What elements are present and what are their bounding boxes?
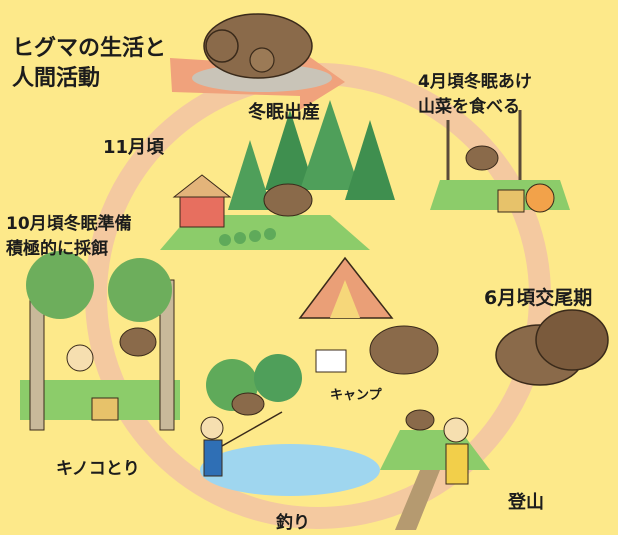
angler-icon bbox=[200, 416, 224, 440]
bear-icon bbox=[369, 325, 439, 375]
basket-icon bbox=[91, 397, 119, 421]
house-icon bbox=[179, 194, 225, 228]
cooler-icon bbox=[315, 349, 347, 373]
bear-icon bbox=[465, 145, 499, 171]
label-october-line-1: 10月頃冬眠準備 bbox=[6, 214, 132, 234]
title-line-1: ヒグマの生活と bbox=[12, 36, 167, 61]
bear-icon bbox=[231, 392, 265, 416]
label-april: 4月頃冬眠あけ 山菜を食べる bbox=[418, 70, 532, 120]
sleeping-bear-icon bbox=[203, 13, 313, 79]
bear-icon bbox=[405, 409, 435, 431]
tree-icon bbox=[228, 140, 272, 210]
basket-icon bbox=[497, 189, 525, 213]
gatherer-icon bbox=[66, 344, 94, 372]
hiker-icon bbox=[443, 417, 469, 443]
bear-icon bbox=[535, 309, 609, 371]
hiking-scene bbox=[380, 409, 490, 530]
tree-icon bbox=[300, 100, 360, 190]
tree-icon bbox=[265, 110, 315, 190]
label-june-mating: 6月頃交尾期 bbox=[484, 287, 593, 309]
house-forest-scene bbox=[160, 100, 395, 250]
title-line-2: 人間活動 bbox=[12, 66, 101, 91]
mating-bears-scene bbox=[495, 309, 609, 386]
bear-icon bbox=[263, 183, 313, 217]
page-title: ヒグマの生活と 人間活動 bbox=[12, 34, 166, 94]
hibernation-scene bbox=[192, 13, 332, 92]
label-april-line-1: 4月頃冬眠あけ bbox=[418, 72, 532, 92]
label-fishing: 釣り bbox=[276, 513, 310, 533]
label-mushroom: キノコとり bbox=[56, 459, 140, 479]
label-april-line-2: 山菜を食べる bbox=[418, 97, 520, 117]
forager-icon bbox=[525, 183, 555, 213]
bear-icon bbox=[119, 327, 157, 357]
fishing-scene bbox=[200, 354, 380, 496]
tree-icon bbox=[345, 120, 395, 200]
wild-plants-scene bbox=[430, 110, 570, 213]
label-hibernation-birth: 冬眠出産 bbox=[248, 102, 320, 123]
mushroom-scene bbox=[20, 251, 180, 431]
label-october-line-2: 積極的に採餌 bbox=[6, 239, 108, 259]
label-camping: キャンプ bbox=[330, 388, 382, 403]
label-november: 11月頃 bbox=[103, 137, 165, 158]
fishing-rod-icon bbox=[221, 411, 283, 447]
camping-scene bbox=[298, 256, 439, 375]
label-hiking: 登山 bbox=[508, 492, 544, 513]
cub-icon bbox=[249, 47, 275, 73]
label-october: 10月頃冬眠準備 積極的に採餌 bbox=[6, 212, 132, 262]
